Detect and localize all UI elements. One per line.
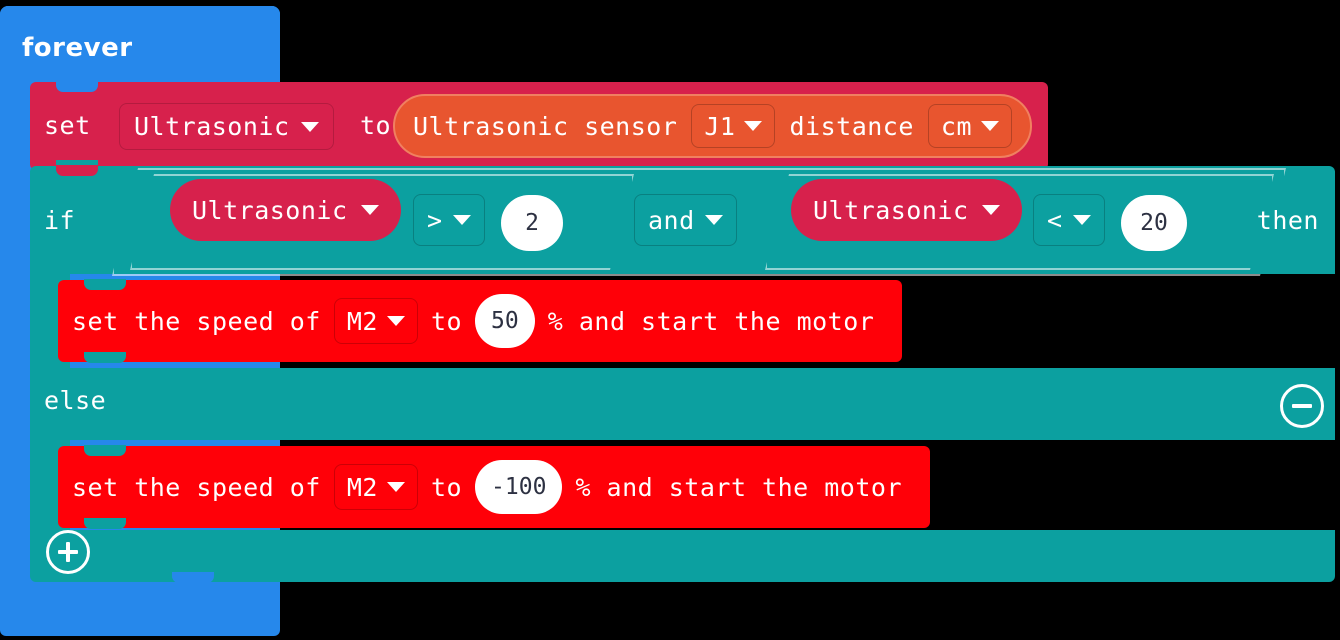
block-notch-top	[84, 279, 126, 290]
motor-prefix-label: set the speed of	[72, 472, 321, 502]
then-label: then	[1256, 206, 1319, 235]
chevron-down-icon	[386, 482, 405, 492]
block-notch-bottom	[84, 352, 126, 363]
sensor-port-value: J1	[704, 111, 736, 141]
set-variable-name: Ultrasonic	[134, 112, 290, 141]
motor-speed-input[interactable]: 50	[475, 294, 535, 348]
block-notch-top	[56, 165, 98, 176]
motor-select-dropdown[interactable]: M2	[333, 464, 418, 510]
comparison-2-operator-dropdown[interactable]: <	[1033, 194, 1105, 246]
else-label: else	[44, 386, 107, 415]
chevron-down-icon	[744, 121, 763, 131]
set-variable-block[interactable]: set Ultrasonic to Ultrasonic sensor J1 d…	[30, 81, 1048, 171]
chevron-down-icon	[386, 316, 405, 326]
sensor-unit-value: cm	[940, 111, 973, 141]
comparison-1-variable-dropdown[interactable]: Ultrasonic	[170, 179, 401, 241]
motor-speed-input[interactable]: -100	[475, 460, 563, 514]
if-label: if	[44, 206, 76, 235]
comparison-1-value-input[interactable]: 2	[501, 195, 563, 251]
motor-name: M2	[346, 306, 378, 336]
comparison-2-value: 20	[1140, 210, 1168, 236]
block-notch-top	[56, 81, 98, 92]
comparison-2-variable-name: Ultrasonic	[813, 195, 969, 225]
motor-to-label: to	[430, 306, 463, 336]
motor-to-label: to	[430, 472, 463, 502]
set-variable-dropdown[interactable]: Ultrasonic	[119, 103, 334, 150]
minus-bar	[1292, 404, 1312, 408]
ultrasonic-sensor-reporter[interactable]: Ultrasonic sensor J1 distance cm	[393, 94, 1033, 158]
motor-select-dropdown[interactable]: M2	[333, 298, 418, 344]
motor-prefix-label: set the speed of	[72, 306, 321, 336]
forever-label: forever	[22, 33, 133, 63]
motor-suffix-label: % and start the motor	[547, 306, 875, 336]
sensor-port-dropdown[interactable]: J1	[691, 104, 776, 148]
set-label: set	[44, 111, 91, 140]
boolean-join-operator: and	[648, 205, 695, 235]
motor-speed-block-then[interactable]: set the speed of M2 to 50 % and start th…	[58, 279, 902, 363]
comparison-2-operator: <	[1047, 205, 1063, 235]
if-block-header[interactable]: if Ultrasonic > 2 and Ultrasonic <	[30, 165, 1335, 274]
plus-circle-icon[interactable]	[46, 530, 90, 574]
motor-speed-value: -100	[491, 474, 547, 500]
motor-suffix-label: % and start the motor	[575, 472, 903, 502]
chevron-down-icon	[300, 121, 319, 132]
comparison-2-value-input[interactable]: 20	[1121, 195, 1187, 251]
comparison-1-operator-dropdown[interactable]: >	[413, 194, 485, 246]
else-row[interactable]: else	[30, 368, 1335, 440]
motor-speed-block-else[interactable]: set the speed of M2 to -100 % and start …	[58, 445, 930, 529]
chevron-down-icon	[981, 121, 1000, 131]
chevron-down-icon	[981, 205, 1000, 215]
comparison-1-operator: >	[427, 205, 443, 235]
motor-speed-value: 50	[491, 308, 519, 334]
chevron-down-icon	[704, 215, 723, 225]
sensor-distance-label: distance	[789, 111, 914, 141]
chevron-down-icon	[1072, 215, 1091, 225]
chevron-down-icon	[360, 205, 379, 215]
sensor-unit-dropdown[interactable]: cm	[927, 104, 1013, 148]
chevron-down-icon	[452, 215, 471, 225]
comparison-1-variable-name: Ultrasonic	[192, 195, 348, 225]
plus-bar-vertical	[66, 542, 70, 562]
block-notch-bottom	[84, 518, 126, 529]
set-to-label: to	[360, 111, 392, 140]
boolean-join-operator-dropdown[interactable]: and	[634, 194, 737, 246]
minus-circle-icon[interactable]	[1280, 384, 1324, 428]
forever-block-header[interactable]: forever	[0, 6, 280, 84]
motor-name: M2	[346, 472, 378, 502]
sensor-prefix-label: Ultrasonic sensor	[413, 111, 678, 141]
comparison-1-value: 2	[525, 210, 539, 236]
if-block-footer[interactable]	[30, 530, 1335, 583]
block-notch-top	[84, 445, 126, 456]
comparison-2-variable-dropdown[interactable]: Ultrasonic	[791, 179, 1022, 241]
block-notch-bottom	[172, 572, 214, 583]
